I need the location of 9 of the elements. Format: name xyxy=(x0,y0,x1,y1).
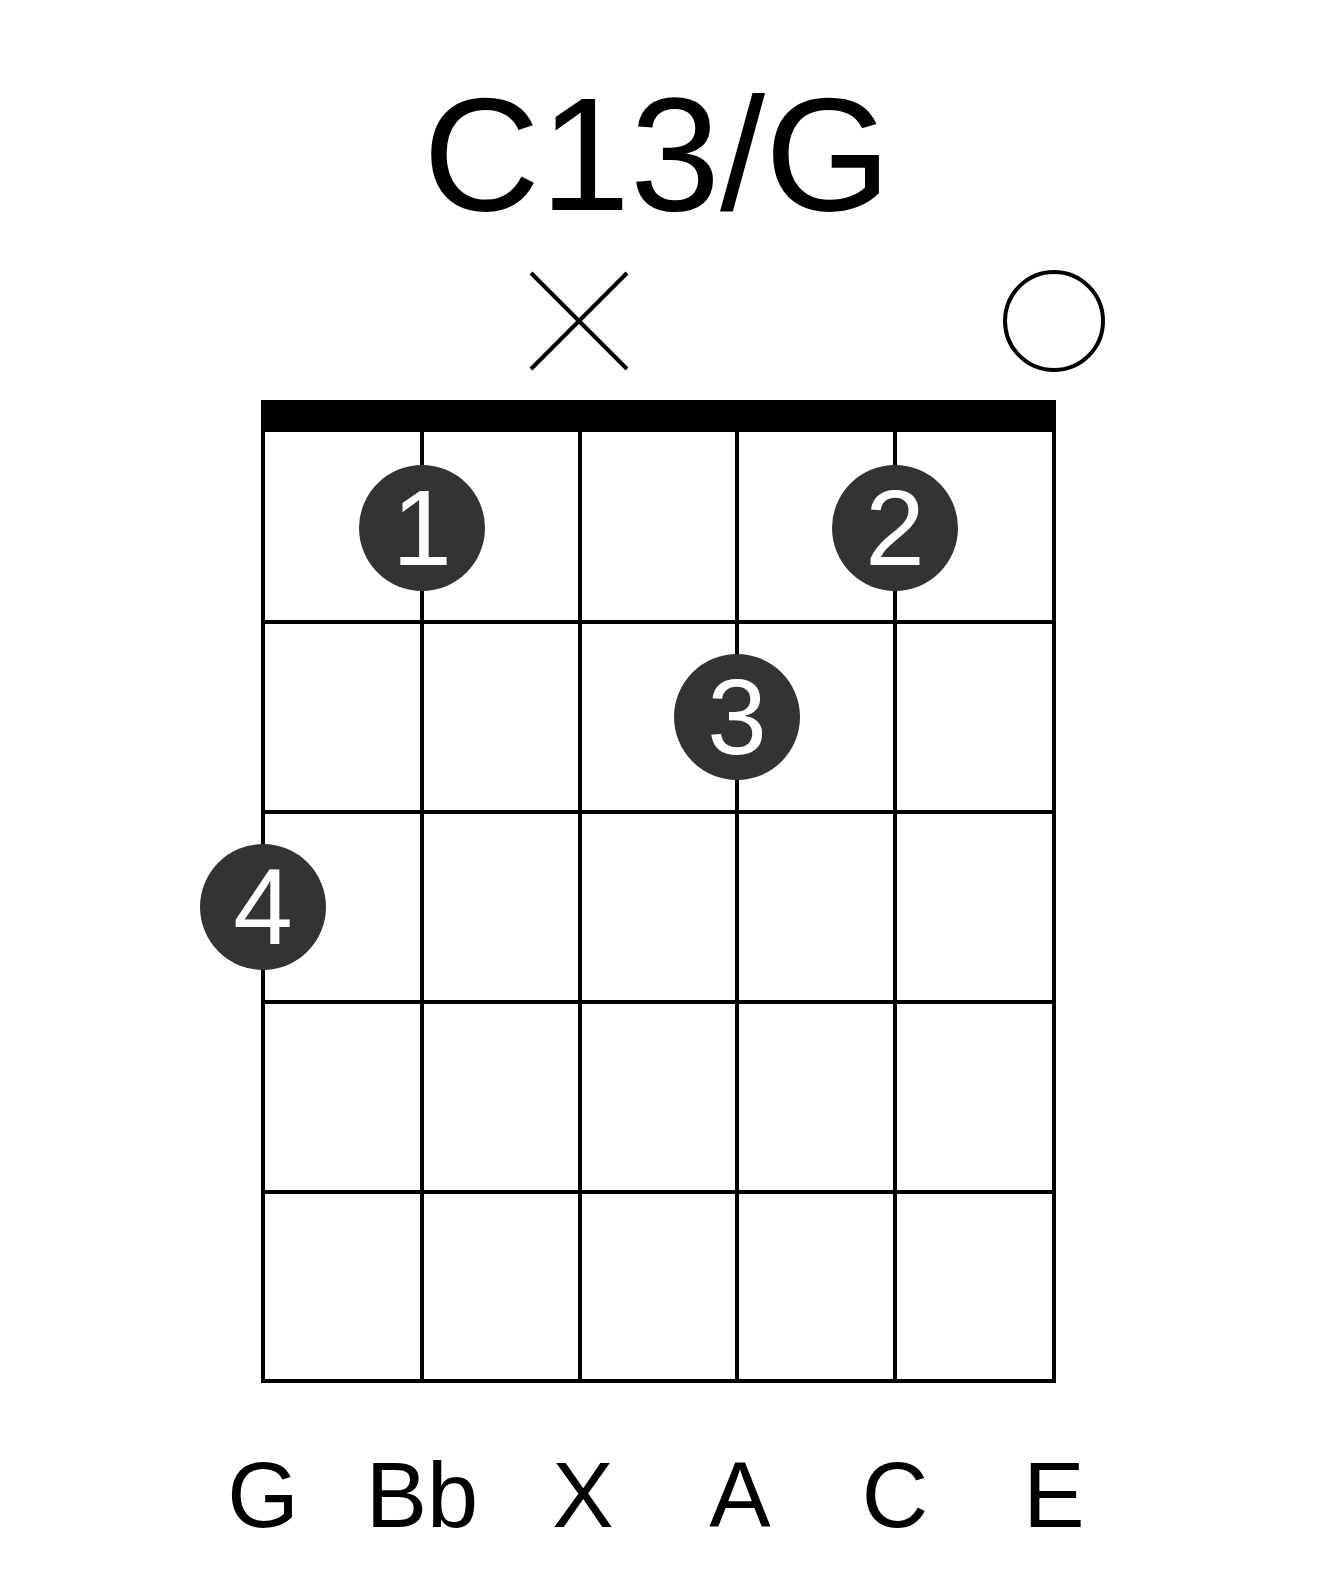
string-note-label: A xyxy=(709,1449,771,1541)
open-string-circle-icon xyxy=(1003,270,1105,372)
string-note-label: E xyxy=(1023,1449,1085,1541)
chord-title: C13/G xyxy=(422,73,892,235)
string-note-label: G xyxy=(227,1449,299,1541)
muted-string-x-icon xyxy=(529,271,629,371)
string-note-label: X xyxy=(552,1449,614,1541)
string-note-label: C xyxy=(861,1449,929,1541)
string-note-label: Bb xyxy=(365,1449,479,1541)
